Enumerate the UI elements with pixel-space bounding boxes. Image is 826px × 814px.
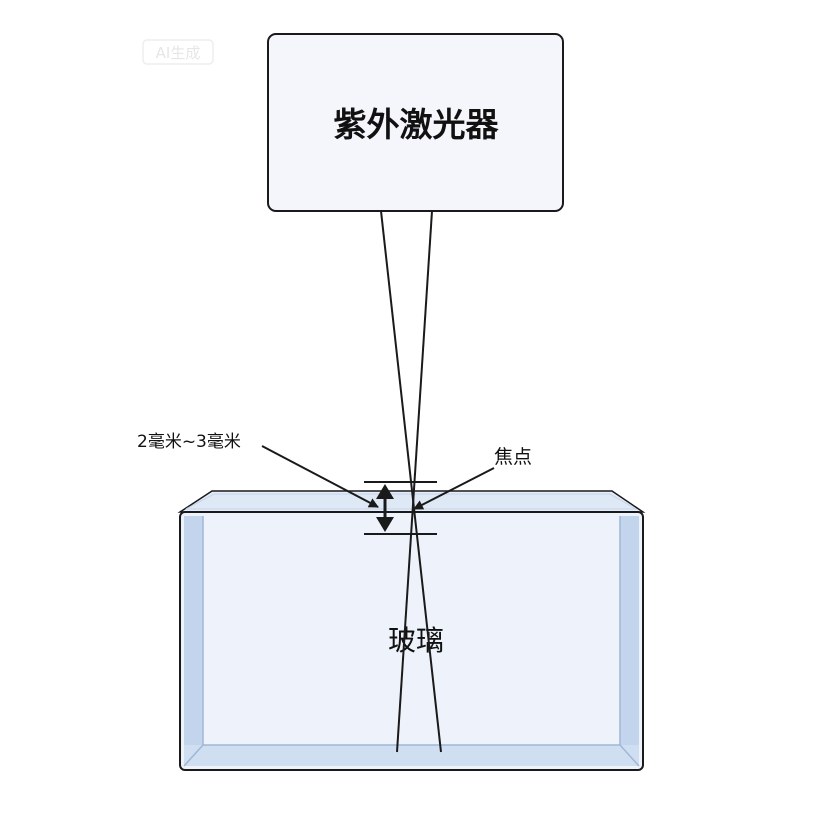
arrow-up-icon (376, 484, 394, 499)
focus-leader-line (413, 467, 495, 510)
laser-label: 紫外激光器 (334, 105, 500, 144)
range-leader-line (261, 445, 379, 508)
focus-label: 焦点 (494, 446, 532, 468)
ai-watermark: AI生成 (142, 39, 214, 65)
arrow-down-icon (376, 517, 394, 532)
depth-dimension (364, 481, 437, 535)
uv-laser-box: 紫外激光器 (267, 33, 564, 212)
range-label: 2毫米~3毫米 (137, 432, 241, 452)
glass-label: 玻璃 (388, 624, 444, 657)
watermark-text: AI生成 (156, 44, 201, 62)
glass-block: 玻璃 (177, 490, 646, 771)
